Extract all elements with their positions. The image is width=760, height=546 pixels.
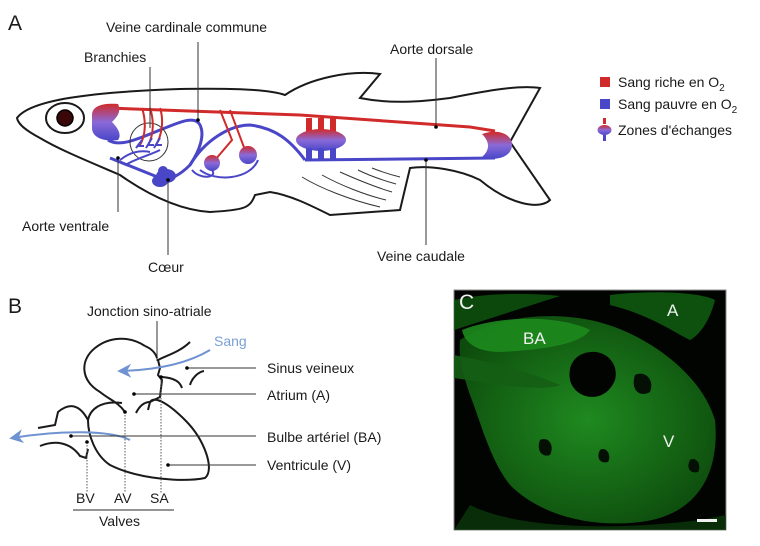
gut-exchange-zone-2 [239,146,257,164]
label-coeur: Cœur [148,259,184,275]
leader-dot [123,410,127,414]
legend-label-pauvre: Sang pauvre en O2 [618,96,738,116]
label-c-atrium: A [667,301,679,320]
leader-dot [185,366,189,370]
fish-heart [152,166,176,187]
blood-flow-arrow-out [9,429,131,444]
label-c-ventricule: V [663,432,675,451]
leader-dot [166,178,170,182]
leader-dot [159,375,163,379]
fish-eye-outline [45,102,85,134]
label-atrium: Atrium (A) [267,387,330,403]
legend-label-zones: Zones d'échanges [618,122,732,138]
leader-dot [424,158,428,162]
leader-dot [434,125,438,129]
afferent-arteries [119,149,161,166]
label-bulbe-arteriel: Bulbe artériel (BA) [267,429,381,445]
label-valve-bv: BV [76,490,95,506]
label-aorte-ventrale: Aorte ventrale [22,218,109,234]
leader-dot [196,118,200,122]
leader-dot [132,392,136,396]
legend-exchange-icon [597,118,612,141]
fish-eye-pupil [56,109,74,127]
fish-outline [15,71,552,217]
leader-dot [69,434,73,438]
label-ventricule: Ventricule (V) [267,457,351,473]
tail-exchange-zone [482,131,512,159]
scale-bar [697,519,717,522]
panel-c-letter: C [459,291,474,314]
legend-swatch-red [600,77,610,87]
gill-arches [135,107,164,149]
gut-arteries [214,109,246,161]
gills-circle [129,122,169,162]
label-valves: Valves [99,513,140,529]
cardinal-vein [107,118,204,180]
gut-exchange-zone-1 [204,155,220,171]
label-sinus-veineux: Sinus veineux [267,360,354,376]
trunk-exchange-zone [296,118,346,160]
gut-veins [191,159,259,179]
leader-dot [166,463,170,467]
posterior-cardinal-vein [188,123,307,166]
blood-flow-arrow-in [117,349,211,378]
panel-a-letter: A [8,12,22,35]
leader-dot [85,440,89,444]
panel-b-letter: B [8,295,22,318]
caudal-vein [304,156,496,162]
label-aorte-dorsale: Aorte dorsale [390,41,473,57]
label-c-bulbe: BA [523,329,546,348]
legend-label-riche: Sang riche en O2 [618,74,725,94]
fin-rays [301,167,401,208]
label-veine-caudale: Veine caudale [377,248,465,264]
head-exchange-zone [92,103,120,141]
label-sang: Sang [214,333,247,349]
fluorescence-image [453,289,727,531]
heart-outline [37,337,210,481]
label-valve-av: AV [114,490,132,506]
label-veine-cardinale-commune: Veine cardinale commune [106,19,267,35]
label-jonction-sino-atriale: Jonction sino-atriale [87,303,212,319]
leader-dot [116,156,120,160]
dorsal-aorta [107,106,496,133]
label-branchies: Branchies [84,49,146,65]
label-valve-sa: SA [150,490,169,506]
legend-swatch-blue [600,99,610,109]
legend: Sang riche en O2 Sang pauvre en O2 Zones… [597,74,738,141]
